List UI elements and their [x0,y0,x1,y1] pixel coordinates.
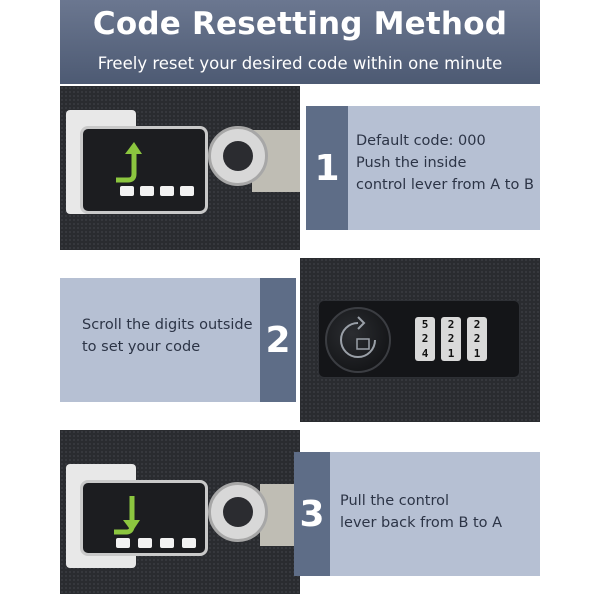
step1-number: 1 [306,106,348,230]
wheel-digit: 2 [473,317,481,331]
step2-panel: Scroll the digits outside to set your co… [60,278,296,402]
board-pin [116,538,130,548]
step3-number: 3 [294,452,330,576]
down-arrow-icon [110,492,140,536]
step1-text: Default code: 000 Push the inside contro… [356,130,540,196]
board-pin [160,186,174,196]
wheel-digit: 4 [421,347,429,361]
header-banner: Code Resetting Method Freely reset your … [60,0,540,84]
wheel-digit: 2 [421,332,429,346]
wheel-digit: 2 [447,317,455,331]
step2-text: Scroll the digits outside to set your co… [82,314,262,358]
board-pin [160,538,174,548]
control-board [80,126,208,214]
board-pin [140,186,154,196]
wheel-digit: 1 [447,347,455,361]
wheel-digit: 1 [473,347,481,361]
dial-core [223,141,253,171]
digit-wheel[interactable]: 2 2 1 [441,317,461,361]
wheel-digit: 5 [421,317,429,331]
step2-line: to set your code [82,339,201,355]
step1-line: control lever from A to B [356,177,534,193]
wheel-digit: 2 [473,332,481,346]
rotate-icon [340,316,376,358]
step1-panel: 1 Default code: 000 Push the inside cont… [306,106,540,230]
up-arrow-icon [112,140,142,184]
step1-line: Push the inside [356,155,467,171]
step2-line: Scroll the digits outside [82,317,253,333]
step3-photo [60,430,300,594]
step3-text: Pull the control lever back from B to A [340,490,536,534]
step2-number: 2 [260,278,296,402]
rotate-knob [325,307,391,373]
step3-line: lever back from B to A [340,515,503,531]
lock-dial [208,482,268,542]
step3-panel: 3 Pull the control lever back from B to … [294,452,540,576]
board-pin [180,186,194,196]
combination-keypad: 5 2 4 2 2 1 2 2 1 [318,300,520,378]
digit-wheel[interactable]: 5 2 4 [415,317,435,361]
digit-wheel[interactable]: 2 2 1 [467,317,487,361]
board-pin [182,538,196,548]
step1-photo [60,86,300,250]
board-pin [120,186,134,196]
dial-core [223,497,253,527]
step1-line: Default code: 000 [356,133,486,149]
lock-dial [208,126,268,186]
board-pin [138,538,152,548]
step3-line: Pull the control [340,493,450,509]
wheel-digit: 2 [447,332,455,346]
page-title: Code Resetting Method [92,6,508,42]
page-subtitle: Freely reset your desired code within on… [97,54,503,73]
